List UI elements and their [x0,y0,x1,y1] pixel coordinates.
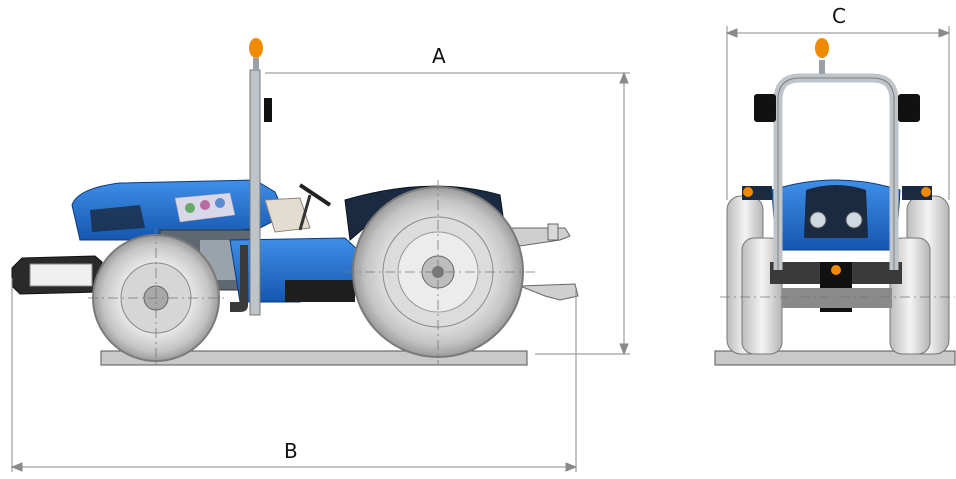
dimension-a [265,71,630,356]
dimension-c [725,26,951,200]
beacon-light-front [815,38,829,74]
dimension-b-label: B [284,439,298,463]
dimension-b [10,278,578,472]
rops-bar [249,69,261,316]
dimension-a-label: A [432,44,446,68]
grille-front [804,185,868,238]
side-mirror-side [264,98,272,122]
dimension-c-label: C [832,4,846,28]
rear-wheel-side [352,186,524,358]
steering-wheel [298,183,332,231]
front-view [714,26,956,366]
side-view [10,38,630,472]
center-lines-side [88,180,535,365]
left-mirror-front [754,94,776,122]
right-mirror-front [898,94,920,122]
beacon-light-side [249,38,263,70]
seat [264,197,311,233]
ground-plate-front [714,350,956,366]
